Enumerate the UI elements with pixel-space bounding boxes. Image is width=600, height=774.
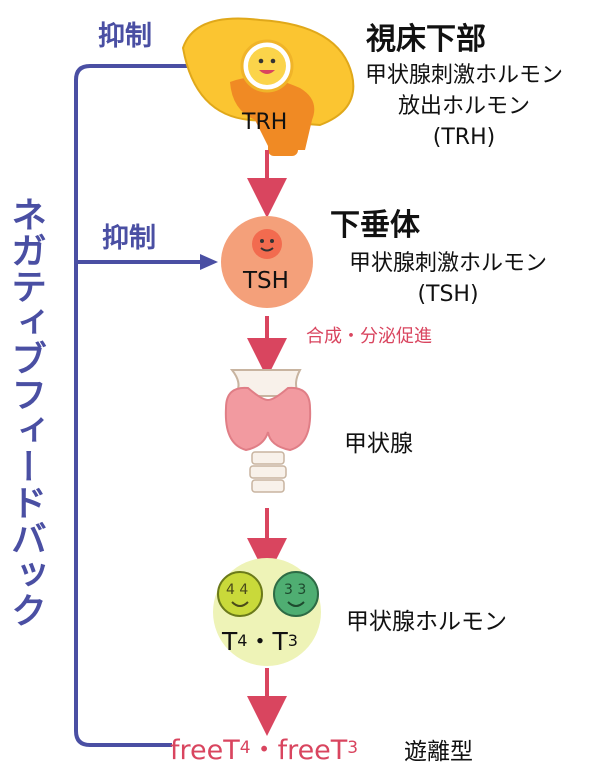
t3-sub: 3 [287,631,298,650]
free-t4-sub: 4 [239,738,251,758]
hormone-label: 甲状腺ホルモン [346,609,507,635]
free-dot: ・ [250,735,278,766]
hormone-illustration [213,558,321,666]
thyroid-label: 甲状腺 [344,431,413,457]
pituitary-desc-line1: 甲状腺刺激ホルモン [348,251,547,276]
pituitary-desc-line2: (TSH) [417,282,479,307]
synthesis-note: 合成・分泌促進 [306,326,432,347]
suppress-label-mid: 抑制 [102,223,156,254]
negative-feedback-label: ネガティブフィードバック [5,196,46,628]
hypothalamus-title: 視床下部 [366,22,486,57]
hypothalamus-illustration [181,17,355,156]
pituitary-title: 下垂体 [330,208,420,243]
t4-t3-badge: T4・T3 [222,622,298,658]
free-t3-sub: 3 [347,738,359,758]
trh-badge: TRH [242,110,288,135]
t-dot: ・ [247,627,273,656]
hypothalamus-desc-line2: 放出ホルモン [397,94,530,119]
t4-sub: 4 [237,631,248,650]
thyroid-illustration [224,369,312,493]
free-t3-prefix: freeT [277,735,348,766]
free-t4-prefix: freeT [170,735,240,766]
free-label: 遊離型 [404,739,473,765]
t3-mark: 3 3 [284,582,307,598]
hypothalamus-desc-line3: (TRH) [432,125,496,150]
t4-letter: T [222,627,238,656]
free-hormones: freeT4・freeT3 [170,728,358,767]
tsh-badge: TSH [243,268,289,294]
t3-letter: T [272,627,288,656]
t4-mark: 4 4 [226,582,249,598]
feedback-loop-line [74,64,198,747]
suppress-label-top: 抑制 [98,21,152,52]
feedback-arrowhead-mid [200,254,218,270]
pituitary-illustration [221,216,313,308]
hypothalamus-desc: 甲状腺刺激ホルモン 放出ホルモン (TRH) [364,60,564,153]
hypothalamus-desc-line1: 甲状腺刺激ホルモン [364,63,563,88]
pituitary-desc: 甲状腺刺激ホルモン (TSH) [338,248,558,310]
